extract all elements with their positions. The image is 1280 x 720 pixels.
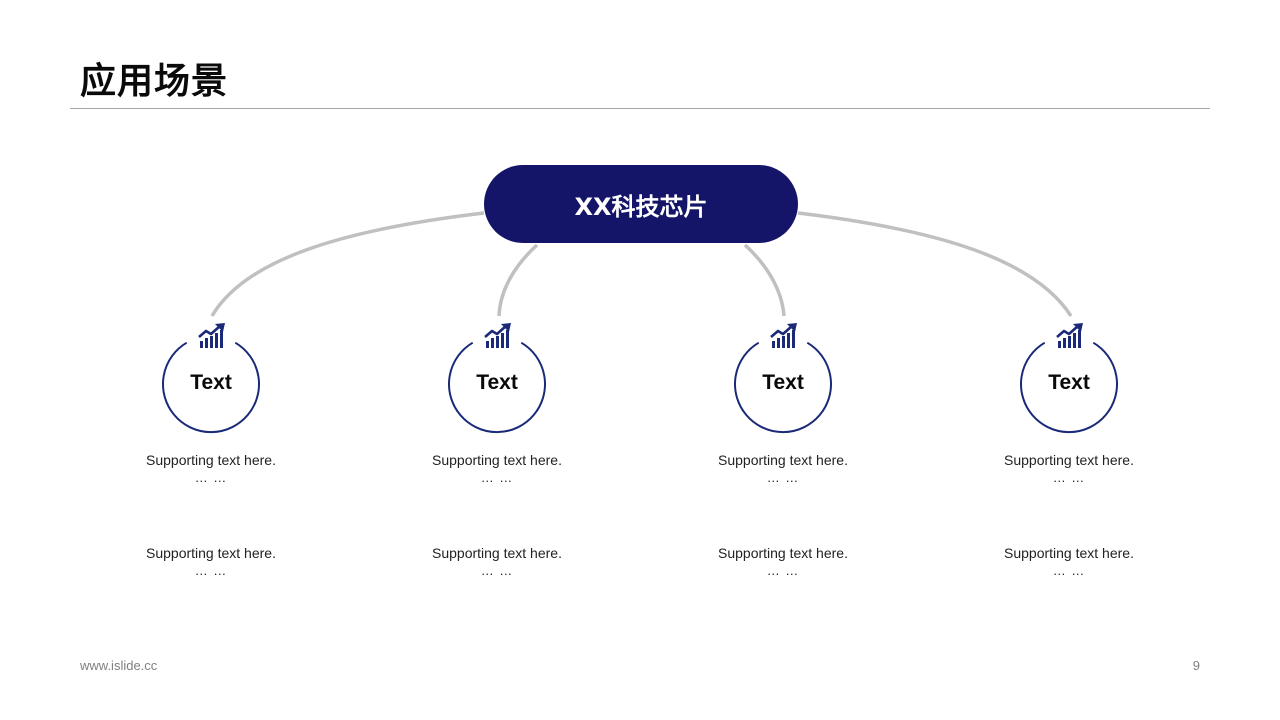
root-node: XX科技芯片: [484, 165, 798, 243]
support-ellipsis: … …: [1052, 470, 1086, 485]
support-block: Supporting text here. … …: [959, 450, 1179, 486]
branch-label: Text: [762, 371, 804, 394]
support-block: Supporting text here. … …: [101, 543, 321, 579]
support-block: Supporting text here. … …: [387, 543, 607, 579]
support-text: Supporting text here.: [1004, 452, 1134, 468]
branch-label: Text: [1048, 371, 1090, 394]
support-text: Supporting text here.: [1004, 545, 1134, 561]
support-text: Supporting text here.: [146, 545, 276, 561]
branch-node: Text Supporting text here. … … Supportin…: [673, 318, 893, 588]
support-ellipsis: … …: [1052, 563, 1086, 578]
connector-branch-1: [210, 211, 485, 317]
branch-label: Text: [190, 371, 232, 394]
support-block: Supporting text here. … …: [959, 543, 1179, 579]
support-block: Supporting text here. … …: [387, 450, 607, 486]
connector-branch-3: [743, 243, 786, 317]
growth-chart-icon: [1056, 323, 1083, 348]
root-node-label: XX科技芯片: [574, 192, 708, 221]
footer-url: www.islide.cc: [80, 658, 158, 673]
support-block: Supporting text here. … …: [673, 450, 893, 486]
branch-ring: [1020, 341, 1118, 434]
support-text: Supporting text here.: [432, 545, 562, 561]
growth-chart-icon: [484, 323, 511, 348]
support-ellipsis: … …: [194, 470, 228, 485]
support-ellipsis: … …: [480, 470, 514, 485]
branch-ring: [734, 341, 832, 434]
branch-ring: [448, 341, 546, 434]
connector-branch-4: [797, 211, 1073, 317]
support-text: Supporting text here.: [146, 452, 276, 468]
branch-node: Text Supporting text here. … … Supportin…: [959, 318, 1179, 588]
slide-title: 应用场景: [80, 61, 229, 102]
growth-chart-icon: [770, 323, 797, 348]
branch-ring: [162, 341, 260, 434]
branch-node: Text Supporting text here. … … Supportin…: [101, 318, 321, 588]
branch-label: Text: [476, 371, 518, 394]
support-text: Supporting text here.: [718, 545, 848, 561]
support-ellipsis: … …: [766, 470, 800, 485]
support-block: Supporting text here. … …: [101, 450, 321, 486]
branch-node: Text Supporting text here. … … Supportin…: [387, 318, 607, 588]
growth-chart-icon: [198, 323, 225, 348]
connector-branch-2: [497, 243, 539, 317]
support-ellipsis: … …: [766, 563, 800, 578]
support-text: Supporting text here.: [432, 452, 562, 468]
title-divider: [70, 108, 1210, 109]
page-number: 9: [1192, 658, 1200, 673]
support-ellipsis: … …: [194, 563, 228, 578]
support-text: Supporting text here.: [718, 452, 848, 468]
support-block: Supporting text here. … …: [673, 543, 893, 579]
support-ellipsis: … …: [480, 563, 514, 578]
